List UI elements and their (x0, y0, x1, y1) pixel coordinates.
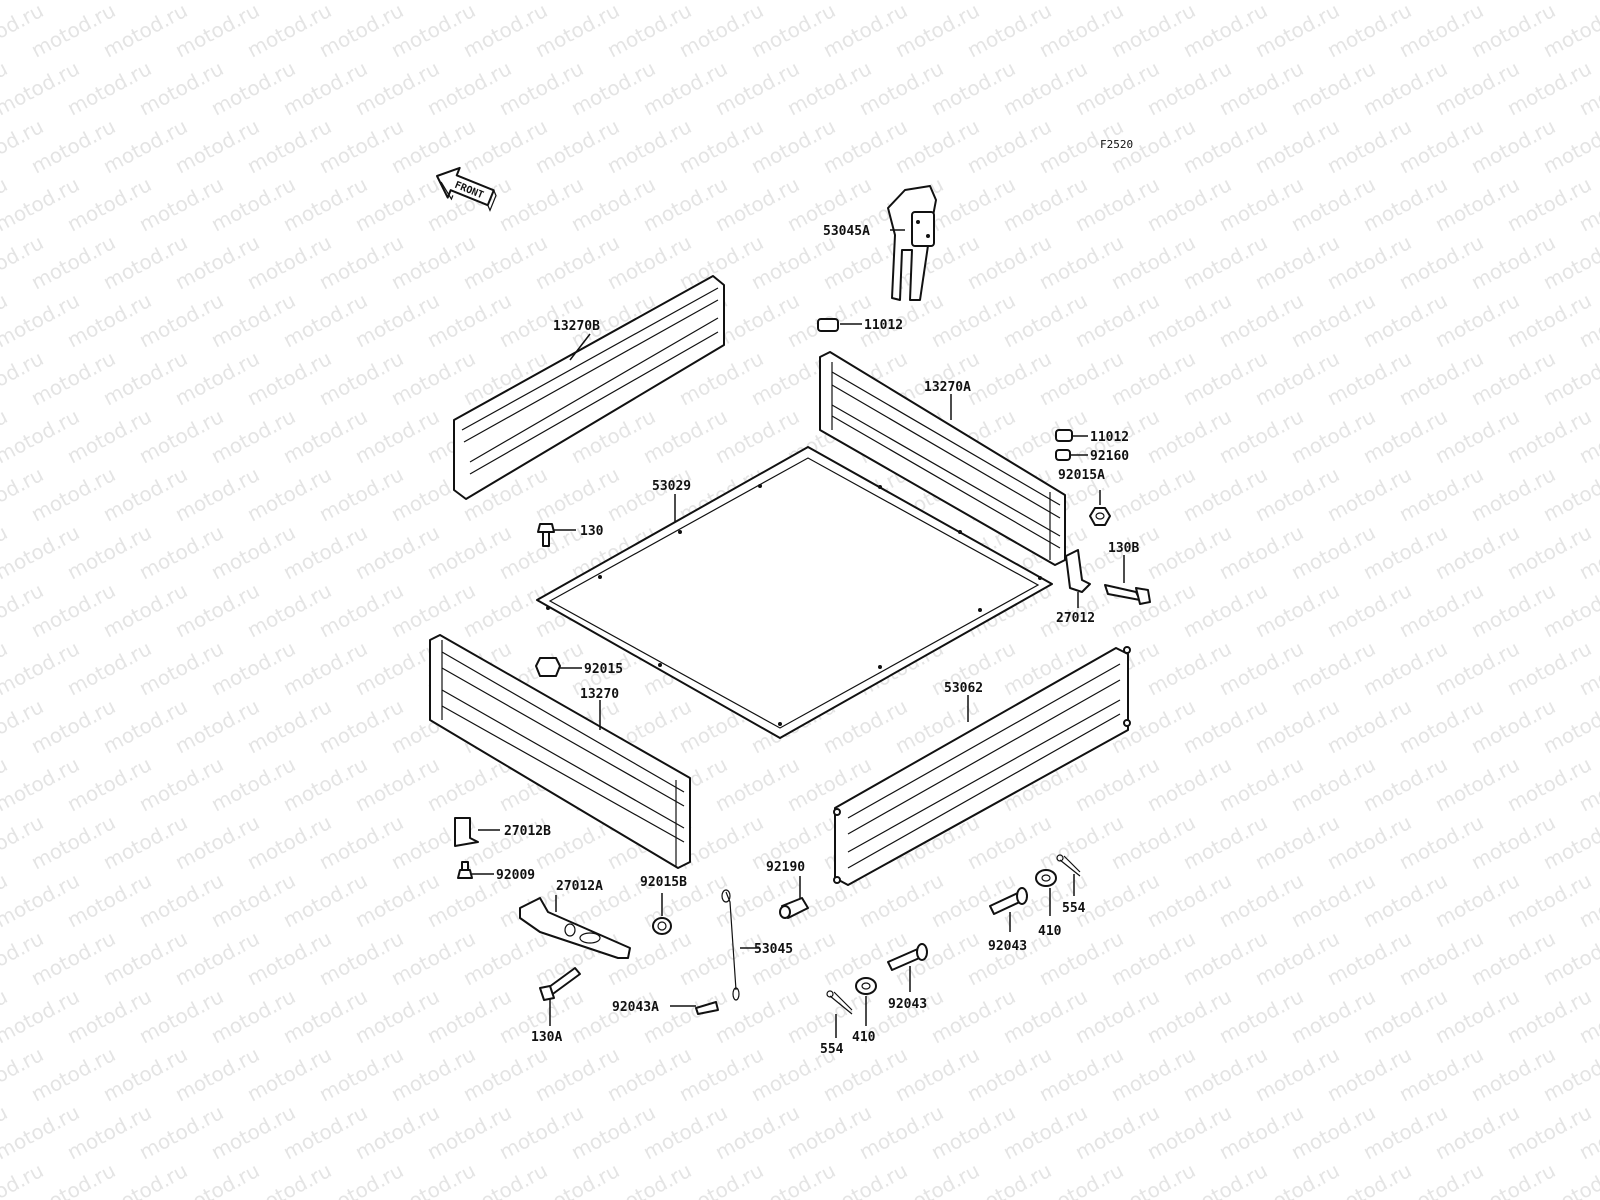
tailgate-53062 (833, 646, 1131, 886)
cotter-pin-554-left (826, 990, 853, 1015)
part-label: 130B (1108, 541, 1139, 556)
bolt-130b (1104, 584, 1151, 605)
cap-11012-top (817, 318, 839, 332)
nut-92015 (535, 657, 561, 677)
part-label: 53029 (652, 479, 691, 494)
part-label: 92009 (496, 868, 535, 883)
pin-92043-lower (887, 943, 928, 971)
bracket-27012 (1065, 549, 1091, 593)
part-label: 92190 (766, 860, 805, 875)
screw-92009 (457, 861, 473, 879)
bracket-27012b (454, 817, 479, 847)
part-label: 410 (852, 1030, 876, 1045)
cap-11012-right (1055, 429, 1073, 442)
part-label: 130 (580, 524, 604, 539)
part-label: 53045A (823, 224, 870, 239)
washer-410-left (855, 977, 877, 995)
pin-92043a (695, 1001, 719, 1015)
part-label: 554 (820, 1042, 844, 1057)
latch-handle-53045a (887, 185, 937, 301)
floor-frame-53029 (536, 446, 1053, 739)
washer-410-right (1035, 869, 1057, 887)
bolt-130 (537, 523, 555, 547)
part-labels: 53045A 11012 13270B 13270A 11012 92160 9… (496, 224, 1139, 1057)
part-label: 92043 (988, 939, 1027, 954)
leader-lines (472, 229, 1125, 1038)
part-label: 92015A (1058, 468, 1105, 483)
part-label: 53062 (944, 681, 983, 696)
side-panel-13270a (819, 351, 1066, 566)
part-label: 11012 (1090, 430, 1129, 445)
cap-92160 (1055, 449, 1071, 461)
part-label: 13270B (553, 319, 600, 334)
plate-27012a (519, 897, 631, 959)
collar-92015b (652, 917, 672, 935)
cotter-pin-554-right (1056, 854, 1081, 877)
part-label: 27012A (556, 879, 603, 894)
collar-92190 (779, 897, 809, 919)
figure-code: F2520 (1100, 138, 1133, 151)
part-label: 92015B (640, 875, 687, 890)
part-label: 53045 (754, 942, 793, 957)
watermark-text: motod.ru (0, 0, 83, 4)
part-label: 27012 (1056, 611, 1095, 626)
part-label: 27012B (504, 824, 551, 839)
part-label: 92043A (612, 1000, 659, 1015)
part-label: 13270A (924, 380, 971, 395)
nut-92015a (1089, 507, 1111, 526)
part-label: 130A (531, 1030, 562, 1045)
pin-92043-upper (989, 887, 1028, 915)
part-label: 11012 (864, 318, 903, 333)
part-label: 554 (1062, 901, 1086, 916)
watermark-text: motod.ru (1575, 0, 1600, 4)
part-label: 92160 (1090, 449, 1129, 464)
side-panel-13270b (453, 275, 725, 500)
part-label: 92043 (888, 997, 927, 1012)
side-panel-13270 (429, 634, 691, 869)
bolt-130a (539, 967, 581, 1001)
part-label: 92015 (584, 662, 623, 677)
cable-53045 (721, 889, 740, 1001)
part-label: 410 (1038, 924, 1062, 939)
part-label: 13270 (580, 687, 619, 702)
